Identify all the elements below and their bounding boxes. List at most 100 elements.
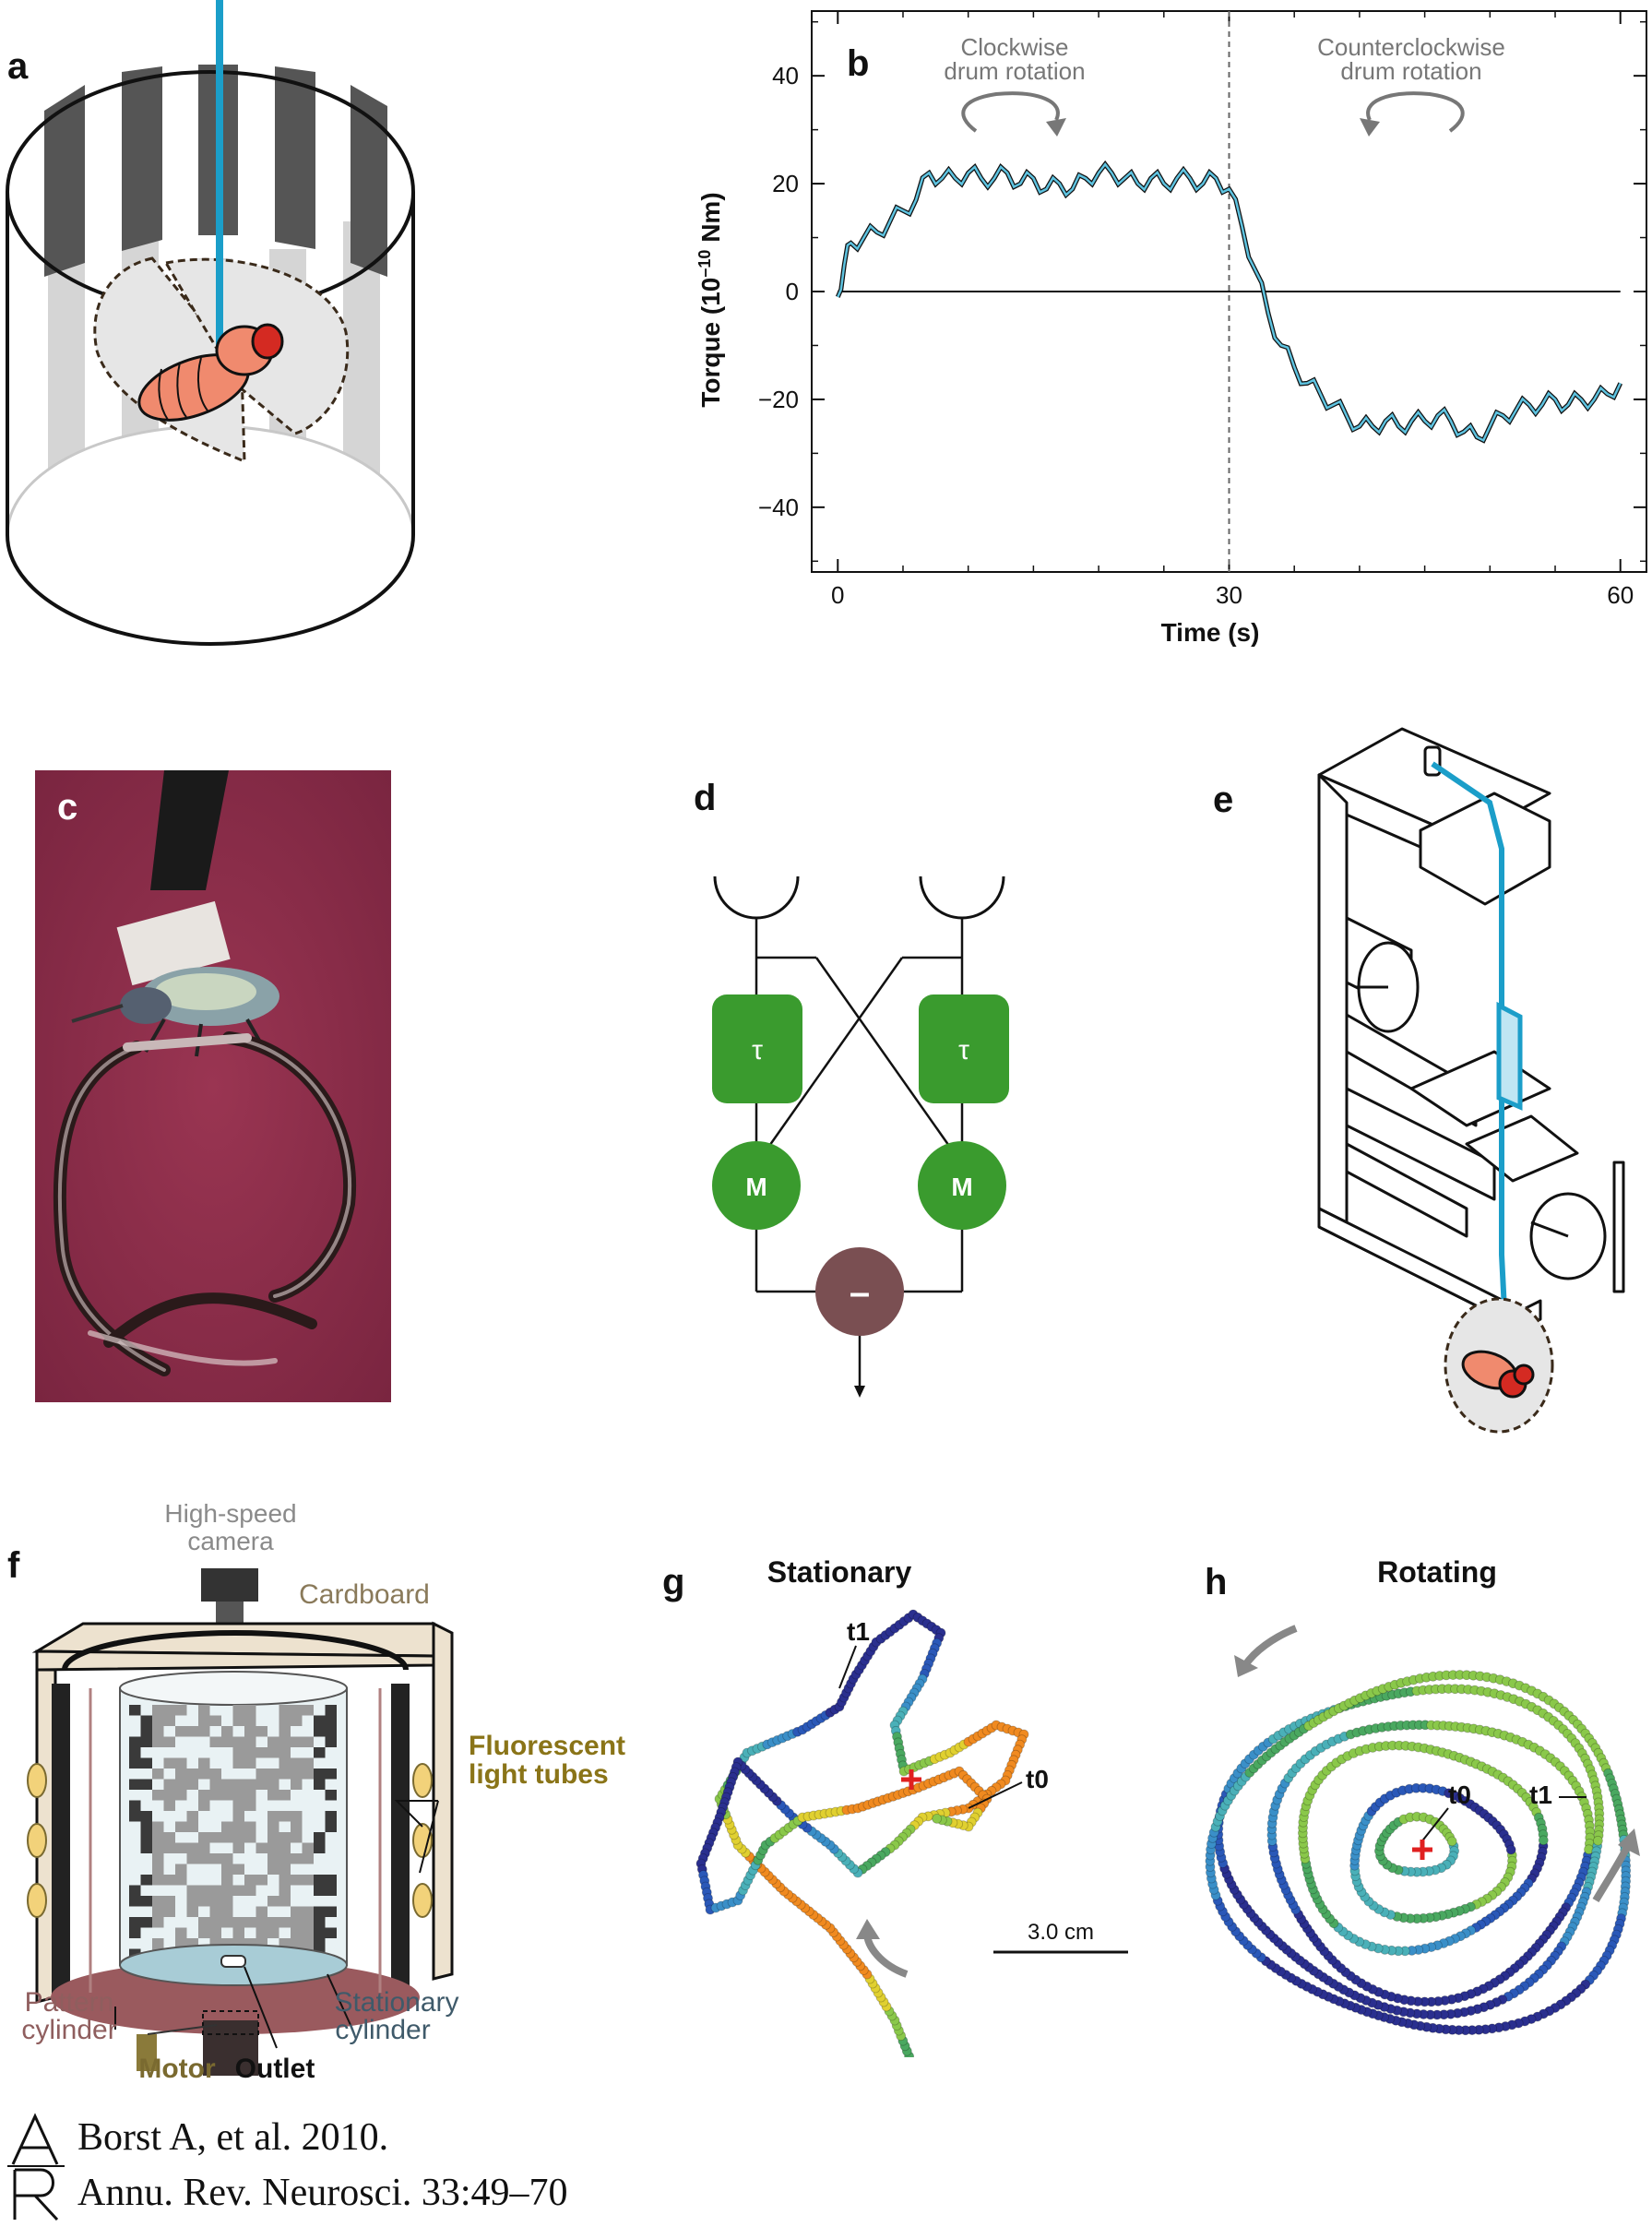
pattern-cell: [221, 1917, 233, 1928]
air-supported-ball-frame: [53, 1031, 357, 1376]
pattern-cell: [198, 1790, 210, 1801]
pattern-cell: [209, 1768, 221, 1780]
pattern-cell: [291, 1705, 303, 1716]
pattern-cell: [302, 1705, 314, 1716]
pattern-cell: [198, 1715, 210, 1726]
pattern-cell: [302, 1736, 314, 1747]
pattern-cell: [325, 1790, 337, 1801]
pattern-cell: [267, 1821, 279, 1832]
pattern-cell: [244, 1736, 256, 1747]
annotation-counterclockwise-1: Counterclockwise: [1317, 33, 1505, 61]
fly-icon: [1461, 1350, 1535, 1399]
pattern-cell: [129, 1779, 141, 1790]
pattern-cell: [152, 1715, 164, 1726]
pattern-cell: [198, 1853, 210, 1864]
pattern-cell: [129, 1885, 141, 1896]
pattern-cell: [221, 1790, 233, 1801]
pattern-cell: [232, 1747, 244, 1758]
pattern-cell: [186, 1842, 198, 1853]
pattern-cell: [279, 1938, 291, 1949]
pattern-cell: [140, 1896, 152, 1907]
pattern-cell: [314, 1842, 326, 1853]
pattern-cell: [232, 1811, 244, 1822]
pattern-cell: [152, 1705, 164, 1716]
tau-left-label: τ: [752, 1035, 763, 1066]
pattern-cell: [314, 1747, 326, 1758]
start-cross-icon: [1412, 1840, 1432, 1860]
pattern-cell: [209, 1832, 221, 1843]
pattern-cell: [175, 1821, 187, 1832]
pattern-cell: [325, 1726, 337, 1737]
pattern-cell: [175, 1757, 187, 1768]
pattern-cell: [175, 1938, 187, 1949]
pattern-cell: [256, 1726, 267, 1737]
x-tick-label: 0: [831, 581, 844, 609]
pattern-cell: [325, 1821, 337, 1832]
trajectory-bead: [932, 1813, 943, 1824]
pattern-cell: [291, 1715, 303, 1726]
pattern-cell: [267, 1779, 279, 1790]
annual-reviews-logo: [7, 2113, 65, 2221]
t1-label: t1: [1529, 1780, 1552, 1809]
pattern-cell: [186, 1779, 198, 1790]
pattern-cell: [267, 1842, 279, 1853]
pattern-cell: [325, 1736, 337, 1747]
pattern-cell: [232, 1832, 244, 1843]
torque-trace: [837, 161, 1622, 443]
beetle-photo-illustration: [35, 770, 391, 1402]
panel-letter-b: b: [847, 43, 869, 84]
pattern-cell: [244, 1821, 256, 1832]
pattern-cell: [302, 1938, 314, 1949]
pattern-cell: [232, 1757, 244, 1768]
pattern-cell: [279, 1842, 291, 1853]
pattern-cell: [232, 1938, 244, 1949]
pattern-cell: [256, 1842, 267, 1853]
pattern-cell: [244, 1747, 256, 1758]
motor-icon: [137, 2034, 157, 2071]
pattern-cell: [314, 1726, 326, 1737]
annotation-counterclockwise-2: drum rotation: [1340, 57, 1481, 85]
pattern-cell: [232, 1779, 244, 1790]
pattern-cell: [279, 1885, 291, 1896]
pattern-cell: [163, 1875, 175, 1886]
pattern-cell: [232, 1736, 244, 1747]
panel-e-torque-meter: e: [1213, 727, 1625, 1434]
panel-letter-e: e: [1213, 780, 1233, 820]
pattern-cell: [152, 1736, 164, 1747]
pattern-cell: [209, 1790, 221, 1801]
pattern-cell: [314, 1927, 326, 1938]
fluorescent-label-1: Fluorescent: [469, 1731, 625, 1761]
pattern-cell: [291, 1832, 303, 1843]
multiplier-right: [918, 1141, 1006, 1230]
m-left-label: M: [745, 1173, 767, 1201]
pattern-cell: [267, 1790, 279, 1801]
camera-icon: [201, 1568, 258, 1627]
t0-label: t0: [1026, 1765, 1049, 1793]
pattern-cell: [163, 1842, 175, 1853]
pattern-cell: [198, 1705, 210, 1716]
pattern-cell: [291, 1853, 303, 1864]
pattern-cell: [163, 1896, 175, 1907]
pattern-cell: [209, 1736, 221, 1747]
pattern-cell: [163, 1800, 175, 1811]
pattern-label-1: Pattern: [25, 1987, 114, 2018]
pattern-cell: [140, 1726, 152, 1737]
pattern-cell: [209, 1885, 221, 1896]
pattern-cell: [267, 1917, 279, 1928]
pattern-cell: [129, 1800, 141, 1811]
pattern-cell: [291, 1938, 303, 1949]
pattern-cell: [198, 1726, 210, 1737]
pattern-cell: [279, 1832, 291, 1843]
pattern-cell: [314, 1917, 326, 1928]
pattern-cell: [175, 1842, 187, 1853]
panel-a-figure: a: [6, 0, 415, 646]
pattern-cell: [209, 1896, 221, 1907]
pattern-cell: [152, 1906, 164, 1917]
scale-bar-label: 3.0 cm: [1028, 1920, 1094, 1945]
pattern-cell: [232, 1885, 244, 1896]
pattern-cell: [325, 1885, 337, 1896]
pattern-cell: [198, 1896, 210, 1907]
pattern-cell: [232, 1715, 244, 1726]
